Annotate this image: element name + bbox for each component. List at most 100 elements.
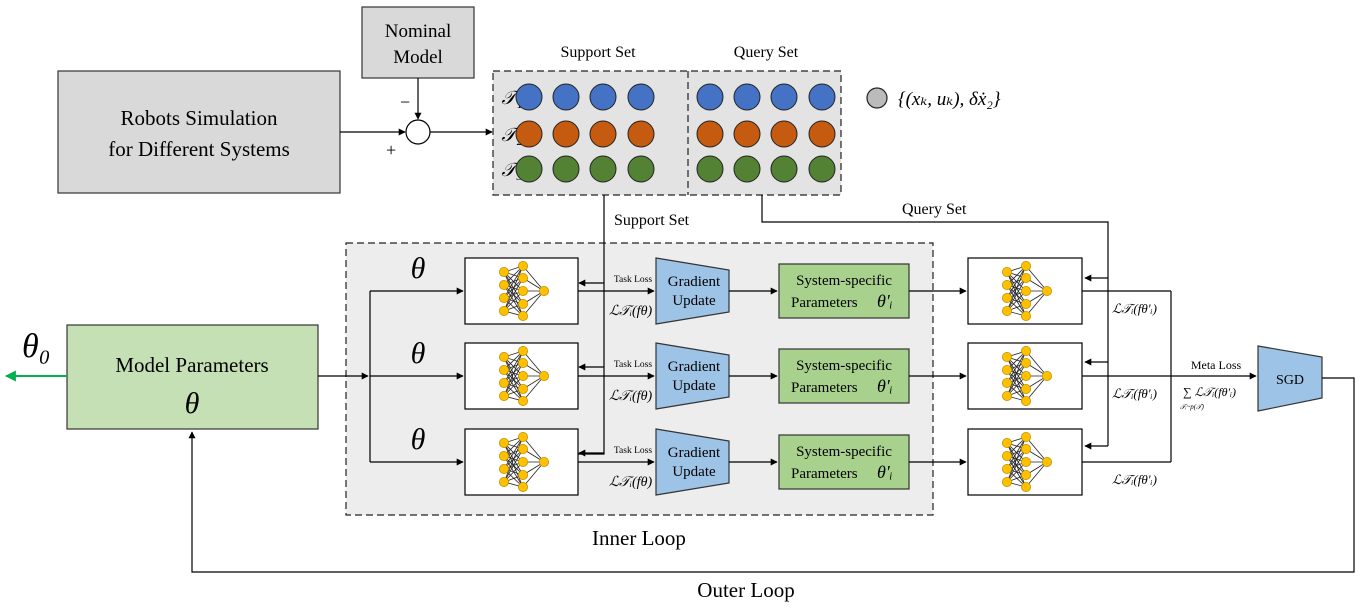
neuron-icon [1002, 463, 1013, 474]
task-loss-formula: ℒ𝒯ᵢ(fθ) [609, 389, 652, 404]
neuron-icon [498, 279, 509, 290]
legend-dot-icon [866, 87, 888, 109]
neuron-icon [498, 450, 509, 461]
meta-loss-label: Meta Loss [1191, 358, 1242, 372]
data-sample-dot [589, 155, 617, 183]
network-edge [1006, 350, 1027, 397]
task-loss-formula: ℒ𝒯ᵢ(fθ) [609, 304, 652, 319]
system-specific-label: System-specific [796, 273, 892, 289]
system-specific-block [778, 434, 910, 490]
neuron-icon [498, 476, 509, 487]
data-sample-dot [733, 120, 761, 148]
system-specific-label: System-specific [796, 358, 892, 374]
adapted-loss-formula: ℒ𝒯ᵢ(fθ′ᵢ) [1112, 386, 1157, 401]
gradient-update-line1: Gradient [668, 359, 721, 375]
nominal-model-line1: Nominal [385, 21, 452, 42]
neuron-icon [1002, 450, 1013, 461]
network-edge [503, 277, 524, 312]
neuron-icon [1002, 437, 1013, 448]
data-sample-dot [696, 83, 724, 111]
minus-sign: − [400, 92, 410, 112]
neuron-icon [539, 285, 550, 296]
query-set-line [761, 195, 1109, 446]
theta-i-prime-label: θ′ᵢ [877, 291, 893, 311]
network-edge [503, 362, 524, 397]
network-edge [1006, 362, 1027, 397]
gradient-update-line2: Update [672, 293, 716, 309]
model-parameters-label: Model Parameters [115, 353, 268, 377]
data-sample-dot [552, 83, 580, 111]
neuron-icon [498, 390, 509, 401]
neuron-icon [1002, 377, 1013, 388]
support-set-header: Support Set [560, 44, 636, 61]
gradient-update-block [655, 342, 730, 410]
data-sample-dot [770, 155, 798, 183]
task-loss-label: Task Loss [614, 360, 652, 370]
data-sample-dot [552, 155, 580, 183]
network-edge [1006, 277, 1027, 312]
theta-label: θ [411, 423, 426, 456]
sgd-block [1257, 345, 1323, 412]
network-edge [522, 461, 545, 488]
data-sample-dot [515, 83, 543, 111]
neuron-icon [1042, 285, 1053, 296]
neuron-icon [518, 469, 529, 480]
network-edge [503, 265, 524, 299]
data-sample-dot [696, 120, 724, 148]
data-sample-dot [515, 155, 543, 183]
network-edge [503, 436, 524, 483]
summing-junction [405, 119, 431, 145]
neuron-icon [1042, 370, 1053, 381]
neuron-icon [1002, 364, 1013, 375]
neuron-icon [1021, 357, 1032, 368]
neuron-icon [518, 298, 529, 309]
neuron-icon [498, 437, 509, 448]
theta-label: θ [411, 252, 426, 285]
neuron-icon [518, 383, 529, 394]
system-specific-label: System-specific [796, 444, 892, 460]
network-edge [1006, 350, 1027, 384]
neuron-icon [518, 395, 529, 406]
model-parameters-block [66, 324, 319, 430]
adapted-loss-formula: ℒ𝒯ᵢ(fθ′ᵢ) [1112, 301, 1157, 316]
neuron-icon [518, 456, 529, 467]
data-sample-dot [808, 120, 836, 148]
task-loss-label: Task Loss [614, 275, 652, 285]
neuron-icon [1021, 443, 1032, 454]
network-edge [1006, 448, 1027, 483]
gradient-update-block [655, 428, 730, 496]
data-sample-dot [733, 155, 761, 183]
neuron-icon [518, 357, 529, 368]
data-sample-dot [627, 83, 655, 111]
neuron-icon [539, 370, 550, 381]
network-edge [1025, 290, 1048, 317]
nominal-model-block [361, 6, 475, 79]
robots-simulation-line2: for Different Systems [108, 137, 290, 161]
network-edge [1025, 436, 1048, 463]
neuron-icon [518, 345, 529, 356]
sgd-label: SGD [1276, 373, 1304, 388]
outer-loop-line [188, 377, 1355, 573]
task-loss-formula: ℒ𝒯ᵢ(fθ) [609, 475, 652, 490]
network-edge [1006, 265, 1027, 312]
neuron-icon [1021, 298, 1032, 309]
neuron-icon [518, 272, 529, 283]
neuron-icon [498, 364, 509, 375]
neuron-icon [1021, 469, 1032, 480]
parameters-label: Parameters [791, 295, 858, 311]
neuron-icon [498, 292, 509, 303]
query-set-header: Query Set [734, 44, 799, 61]
inner-loop-label: Inner Loop [592, 526, 686, 550]
neuron-icon [1021, 260, 1032, 271]
network-edge [1025, 375, 1048, 402]
data-sample-dot [770, 120, 798, 148]
data-sample-dot [696, 155, 724, 183]
neuron-icon [498, 266, 509, 277]
robots-simulation-line1: Robots Simulation [121, 106, 278, 130]
neuron-icon [498, 351, 509, 362]
neuron-icon [1021, 383, 1032, 394]
network-edge [1006, 436, 1027, 470]
neuron-icon [1002, 266, 1013, 277]
